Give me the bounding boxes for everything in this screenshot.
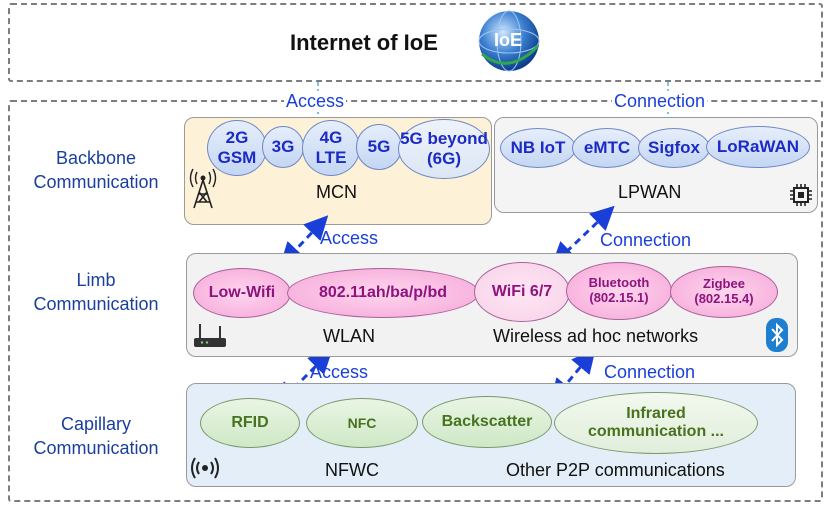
limb-arrow-access-label: Access [320, 228, 379, 248]
wlan-item-80211: 802.11ah/ba/p/bd [287, 268, 479, 318]
wlan-item-wifi67: WiFi 6/7 [474, 262, 570, 322]
router-icon [192, 322, 228, 350]
main-box [8, 100, 823, 502]
mcn-item-5g-beyond: 5G beyond (6G) [398, 119, 490, 179]
capillary-arrow-connection-label: Connection [604, 362, 696, 382]
limb-arrow-connection-label: Connection [600, 230, 692, 250]
layer-label-backbone: Backbone Communication [33, 148, 159, 193]
p2p-caption: Other P2P communications [506, 460, 725, 480]
lpwan-item-nbiot: NB IoT [500, 128, 576, 168]
mcn-caption: MCN [316, 182, 357, 202]
globe-label: IoE [494, 30, 523, 50]
top-link-connection-label: Connection [612, 91, 708, 112]
layer-label-limb: Limb Communication [33, 270, 159, 315]
adhoc-caption: Wireless ad hoc networks [493, 326, 699, 346]
top-link-access-label: Access [284, 91, 347, 112]
wlan-caption: WLAN [323, 326, 376, 346]
mcn-item-4g: 4G LTE [302, 120, 360, 176]
nfwc-caption: NFWC [325, 460, 379, 480]
page-title: Internet of IoE [290, 30, 438, 55]
top-box [8, 3, 823, 82]
globe-icon [474, 6, 544, 76]
nfwc-item-nfc: NFC [306, 398, 418, 448]
bluetooth-icon [766, 318, 788, 352]
cell-tower-icon [188, 166, 218, 210]
lpwan-caption: LPWAN [618, 182, 682, 202]
wlan-item-low-wifi: Low-Wifi [193, 268, 291, 318]
mcn-item-2g: 2G GSM [207, 120, 267, 176]
lpwan-item-lorawan: LoRaWAN [706, 126, 810, 168]
nfwc-item-backscatter: Backscatter [422, 396, 552, 448]
wireless-signal-icon [190, 456, 220, 480]
adhoc-item-zigbee: Zigbee (802.15.4) [670, 266, 778, 318]
nfwc-item-rfid: RFID [200, 398, 300, 448]
lpwan-item-emtc: eMTC [572, 128, 642, 168]
p2p-item-infrared: Infrared communication ... [554, 392, 758, 454]
capillary-arrow-access-label: Access [310, 362, 369, 382]
adhoc-item-bluetooth: Bluetooth (802.15.1) [566, 262, 672, 320]
layer-label-capillary: Capillary Communication [33, 414, 159, 459]
lpwan-item-sigfox: Sigfox [638, 128, 710, 168]
chip-icon [788, 182, 814, 208]
